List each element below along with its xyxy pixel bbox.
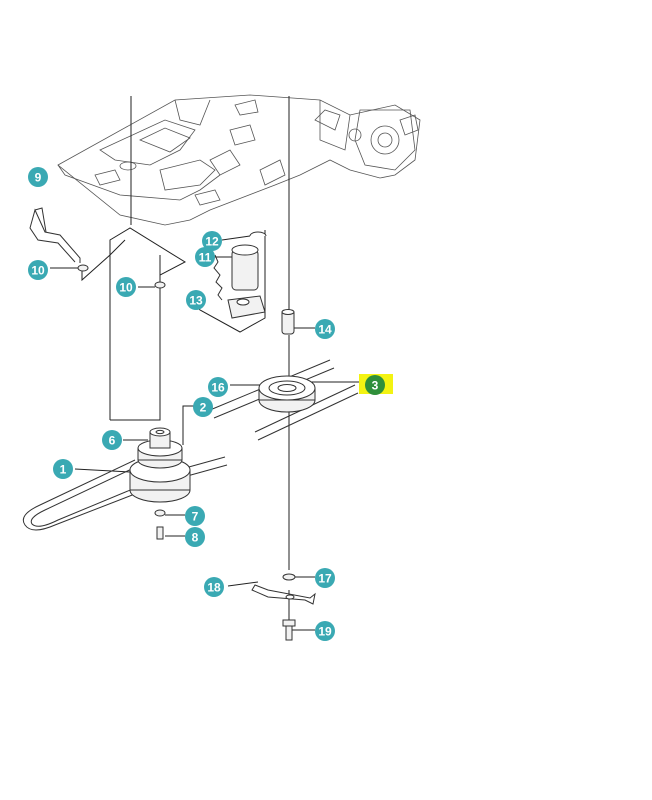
callout-10-left[interactable]: 10 [28,260,48,280]
callout-8-label: 8 [192,531,199,545]
callout-18[interactable]: 18 [204,577,224,597]
callout-16-label: 16 [211,381,225,395]
callout-3[interactable]: 3 [365,375,385,395]
callout-1[interactable]: 1 [53,459,73,479]
callout-2[interactable]: 2 [193,397,213,417]
callout-7[interactable]: 7 [185,506,205,526]
callout-10-left-label: 10 [31,264,45,278]
drive-pulley [129,427,191,503]
callout-12[interactable]: 12 [202,231,222,251]
callout-16[interactable]: 16 [208,377,228,397]
nut-parts [77,264,296,641]
callout-14-label: 14 [318,323,332,337]
tensioner-assembly [213,231,267,319]
chassis-frame [57,94,421,226]
callout-2-label: 2 [200,401,207,415]
callout-3-label: 3 [372,379,379,393]
callout-13[interactable]: 13 [186,290,206,310]
callout-13-label: 13 [189,294,203,308]
callout-11[interactable]: 11 [195,247,215,267]
callout-17-label: 17 [318,572,332,586]
callout-10-center[interactable]: 10 [116,277,136,297]
callout-1-label: 1 [60,463,67,477]
leader-lines [50,96,360,631]
callout-9-label: 9 [35,171,42,185]
callout-10-center-label: 10 [119,281,133,295]
callout-9[interactable]: 9 [28,167,48,187]
callout-18-label: 18 [207,581,221,595]
callout-8[interactable]: 8 [185,527,205,547]
callout-19[interactable]: 19 [315,621,335,641]
callout-7-label: 7 [192,510,199,524]
pivot-pin-part [281,309,295,335]
callout-11-label: 11 [199,251,212,265]
bent-rod-part [29,207,81,263]
callout-19-label: 19 [318,625,332,639]
callout-6-label: 6 [109,434,116,448]
callout-17[interactable]: 17 [315,568,335,588]
belt-guide-bracket [251,584,316,605]
callout-14[interactable]: 14 [315,319,335,339]
callout-12-label: 12 [205,235,219,249]
callout-6[interactable]: 6 [102,430,122,450]
idler-pulley [258,375,316,413]
